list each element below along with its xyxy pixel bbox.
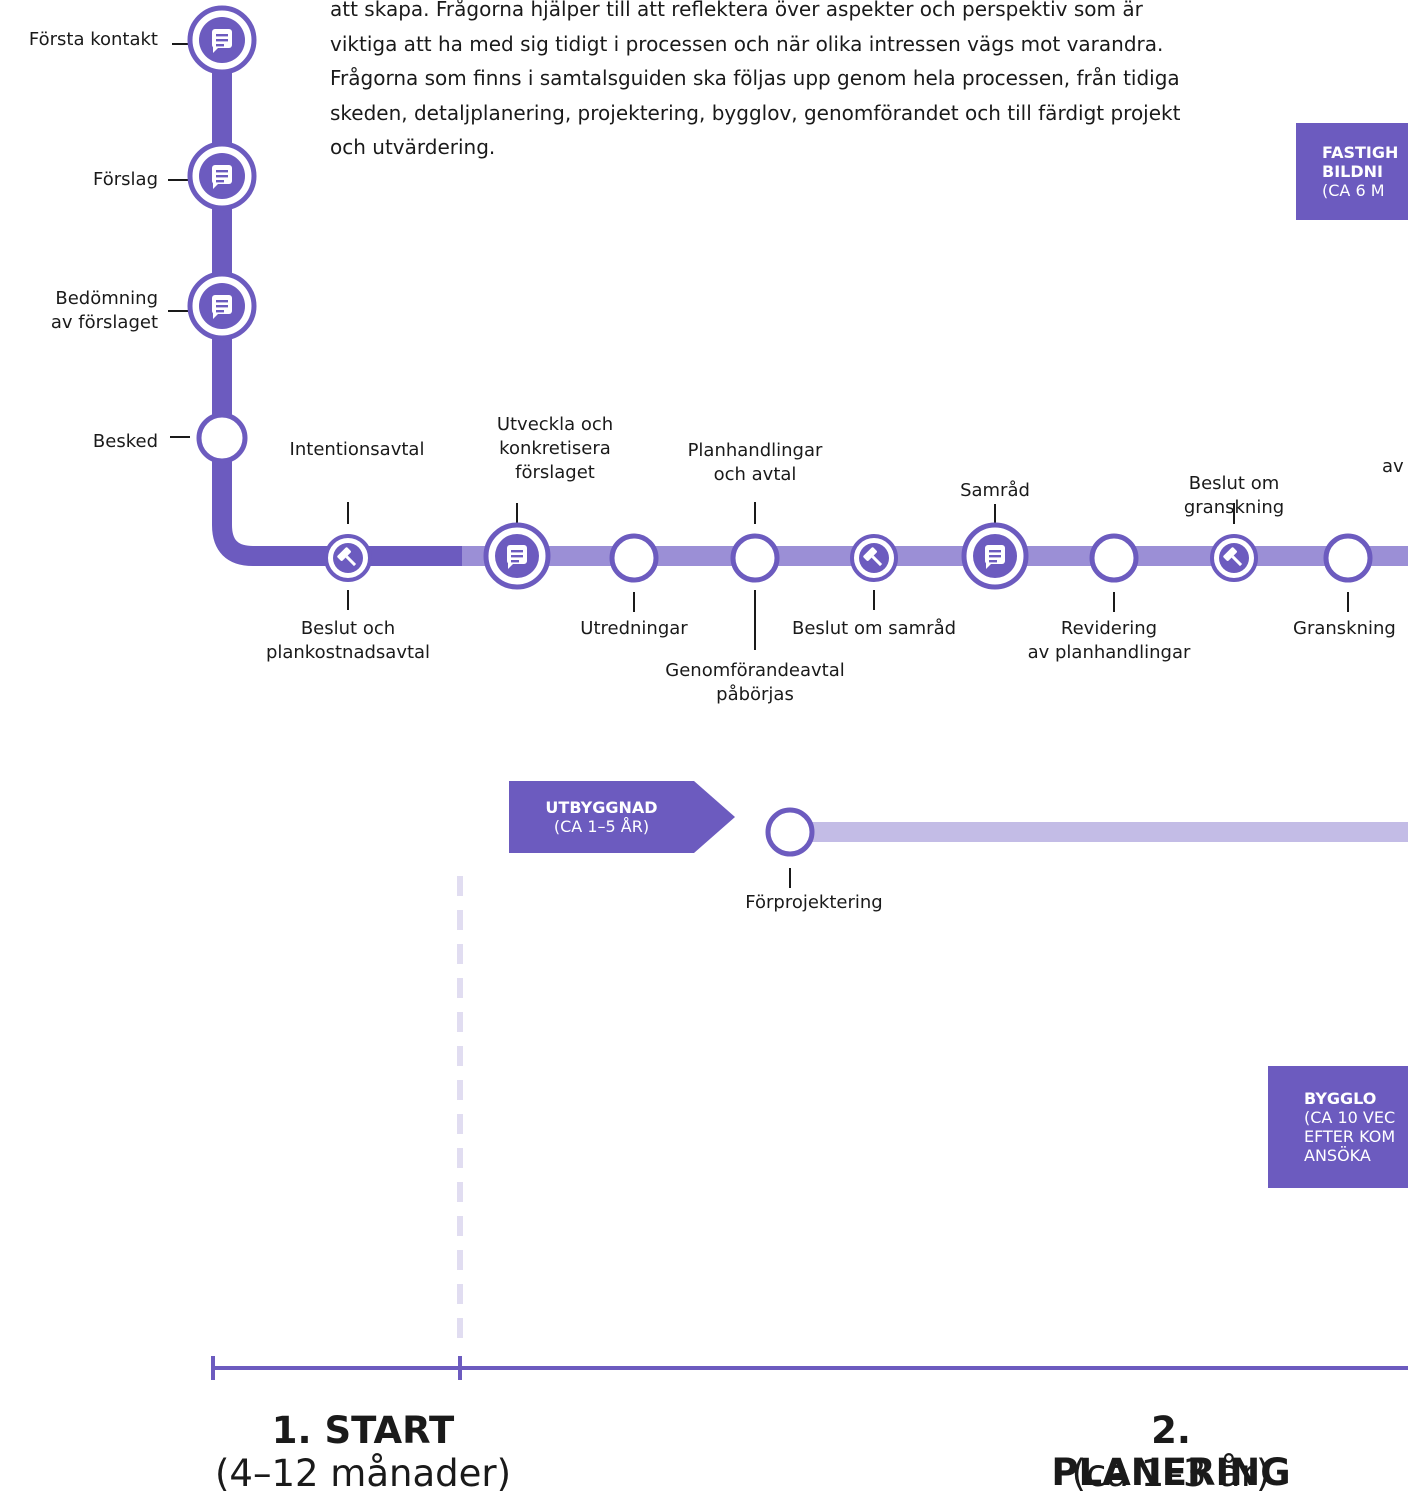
bygglov-duration: (CA 10 VEC EFTER KOM ANSÖKA [1304, 1108, 1396, 1165]
vertical-node-besked [170, 412, 248, 464]
label-beslut-granskning: Beslut om granskning [1183, 473, 1285, 518]
label-forprojektering: Förprojektering [745, 892, 883, 913]
label-beslut-plankostnadsavtal: Beslut och plankostnadsavtal [265, 618, 431, 663]
bygglov-box: BYGGLO (CA 10 VEC EFTER KOM ANSÖKA [1268, 1066, 1408, 1188]
fastighetsbildning-title: FASTIGH BILDNI [1322, 143, 1399, 181]
phase-1-title: 1. START [271, 1409, 455, 1452]
phase-1-duration: (4–12 månader) [214, 1452, 512, 1495]
chat-icon [212, 165, 232, 189]
label-intentionsavtal: Intentionsavtal [289, 439, 425, 460]
label-revidering: Revidering av planhandlingar [1027, 618, 1191, 663]
node-granskning [1323, 533, 1373, 612]
label-genomforandeavtal: Genomförandeavtal påbörjas [665, 660, 845, 705]
utbyggnad-duration: (CA 1–5 ÅR) [553, 817, 650, 836]
vertical-node-forslag [168, 141, 257, 211]
node-planhandlingar [730, 502, 780, 650]
node-utveckla-forslaget [483, 503, 551, 590]
gavel-icon [1223, 547, 1243, 567]
phase-2-title: 2. PLANERING [1051, 1409, 1291, 1494]
utbyggnad-box: UTBYGGNAD (CA 1–5 ÅR) [509, 781, 694, 853]
label-partial: av [1382, 456, 1404, 477]
node-forprojektering [765, 807, 815, 888]
chat-icon [507, 545, 527, 569]
utbyggnad-title: UTBYGGNAD [545, 798, 658, 817]
gavel-icon [337, 547, 357, 567]
node-beslut-samrad [850, 534, 898, 610]
phase-2-duration: (ca 1–3 år) [1071, 1452, 1271, 1495]
gavel-icon [863, 547, 883, 567]
start-process-line [212, 40, 462, 566]
label-bedomning: Bedömning av förslaget [50, 288, 158, 333]
label-planhandlingar: Planhandlingar och avtal [687, 440, 823, 485]
chat-icon [212, 29, 232, 53]
label-forsta-kontakt: Första kontakt [28, 29, 158, 50]
label-samrad: Samråd [960, 480, 1030, 501]
label-forslag: Förslag [93, 169, 158, 190]
node-utredningar [609, 533, 659, 612]
bygglov-title: BYGGLO [1304, 1089, 1377, 1108]
utbyggnad-arrow [694, 781, 735, 853]
label-utredningar: Utredningar [580, 618, 688, 639]
vertical-node-bedomning [168, 271, 257, 341]
label-beslut-samrad: Beslut om samråd [791, 618, 957, 639]
node-beslut-granskning [1210, 503, 1258, 582]
node-beslut-plankostnadsavtal [324, 502, 372, 610]
fastighetsbildning-box: FASTIGH BILDNI (CA 6 M [1296, 123, 1408, 220]
label-besked: Besked [92, 431, 158, 452]
node-revidering [1089, 533, 1139, 612]
label-granskning: Granskning [1293, 618, 1396, 639]
vertical-node-forsta-kontakt [172, 5, 257, 75]
label-utveckla: Utveckla och konkretisera förslaget [496, 414, 614, 483]
chat-icon [985, 545, 1005, 569]
intro-text: att skapa. Frågorna hjälper till att ref… [330, 0, 1181, 159]
chat-icon [212, 295, 232, 319]
fastighetsbildning-duration: (CA 6 M [1322, 181, 1385, 200]
node-samrad [961, 504, 1029, 590]
